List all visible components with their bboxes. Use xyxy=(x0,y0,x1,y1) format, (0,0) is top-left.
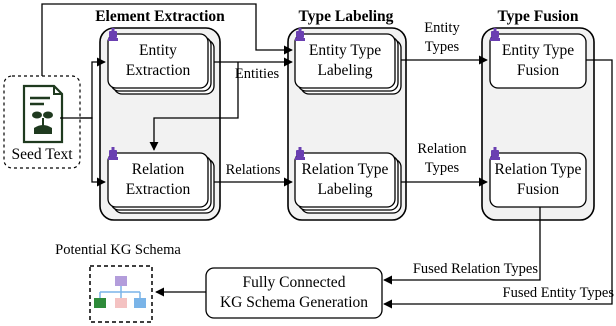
robot-icon xyxy=(490,28,500,41)
relation-type-fusion-line2: Fusion xyxy=(516,181,560,198)
robot-icon xyxy=(295,28,305,41)
kg-schema-icon xyxy=(94,276,146,308)
seed-document-icon xyxy=(22,84,64,144)
fused-relation-types-label: Fused Relation Types xyxy=(412,261,538,277)
entity-extraction-line2: Extraction xyxy=(125,62,191,79)
robot-icon xyxy=(108,147,118,160)
fused-entity-types-arrow xyxy=(383,59,613,309)
relation-type-labeling-line1: Relation Type xyxy=(301,161,389,178)
relation-extraction-line2: Extraction xyxy=(125,181,191,198)
relation-type-labeling-line2: Labeling xyxy=(317,181,373,198)
entity-types-label-line2: Types xyxy=(424,39,460,55)
schema-generation-line1: Fully Connected xyxy=(242,274,346,291)
fused-relation-types-arrow xyxy=(383,207,541,285)
type-fusion-heading: Type Fusion xyxy=(497,8,579,25)
schema-generation-line2: KG Schema Generation xyxy=(219,294,369,311)
relations-label: Relations xyxy=(225,162,281,178)
entity-type-fusion-line2: Fusion xyxy=(516,62,560,79)
entity-type-labeling-line2: Labeling xyxy=(317,62,373,79)
entity-type-labeling-box xyxy=(294,33,402,95)
type-labeling-heading: Type Labeling xyxy=(298,8,394,25)
robot-icon xyxy=(108,28,118,41)
entity-type-fusion-line1: Entity Type xyxy=(501,42,575,59)
robot-icon xyxy=(490,147,500,160)
entity-extraction-line1: Entity xyxy=(139,42,177,59)
seed-to-relation-arrow xyxy=(80,117,106,187)
relation-type-fusion-box xyxy=(489,152,587,208)
entity-extraction-box xyxy=(107,33,215,95)
relation-extraction-line1: Relation xyxy=(131,161,185,178)
relation-types-label-line1: Relation xyxy=(417,141,467,157)
robot-icon xyxy=(295,147,305,160)
entity-type-fusion-box xyxy=(489,33,587,89)
entity-types-label-line1: Entity xyxy=(424,20,460,36)
seed-top-connector xyxy=(41,3,293,76)
entity-type-labeling-line1: Entity Type xyxy=(308,42,382,59)
relation-extraction-box xyxy=(107,152,215,214)
relation-type-fusion-line1: Relation Type xyxy=(494,161,582,178)
element-extraction-heading: Element Extraction xyxy=(95,8,225,25)
fused-entity-types-label: Fused Entity Types xyxy=(502,285,615,301)
seed-text-label: Seed Text xyxy=(11,146,73,163)
relation-type-labeling-box xyxy=(294,152,402,214)
potential-kg-schema-label: Potential KG Schema xyxy=(55,242,181,258)
entities-to-relation-arrow xyxy=(149,62,239,151)
schema-generation-box xyxy=(205,267,383,319)
entities-label: Entities xyxy=(234,66,280,82)
relation-types-label-line2: Types xyxy=(424,160,460,176)
